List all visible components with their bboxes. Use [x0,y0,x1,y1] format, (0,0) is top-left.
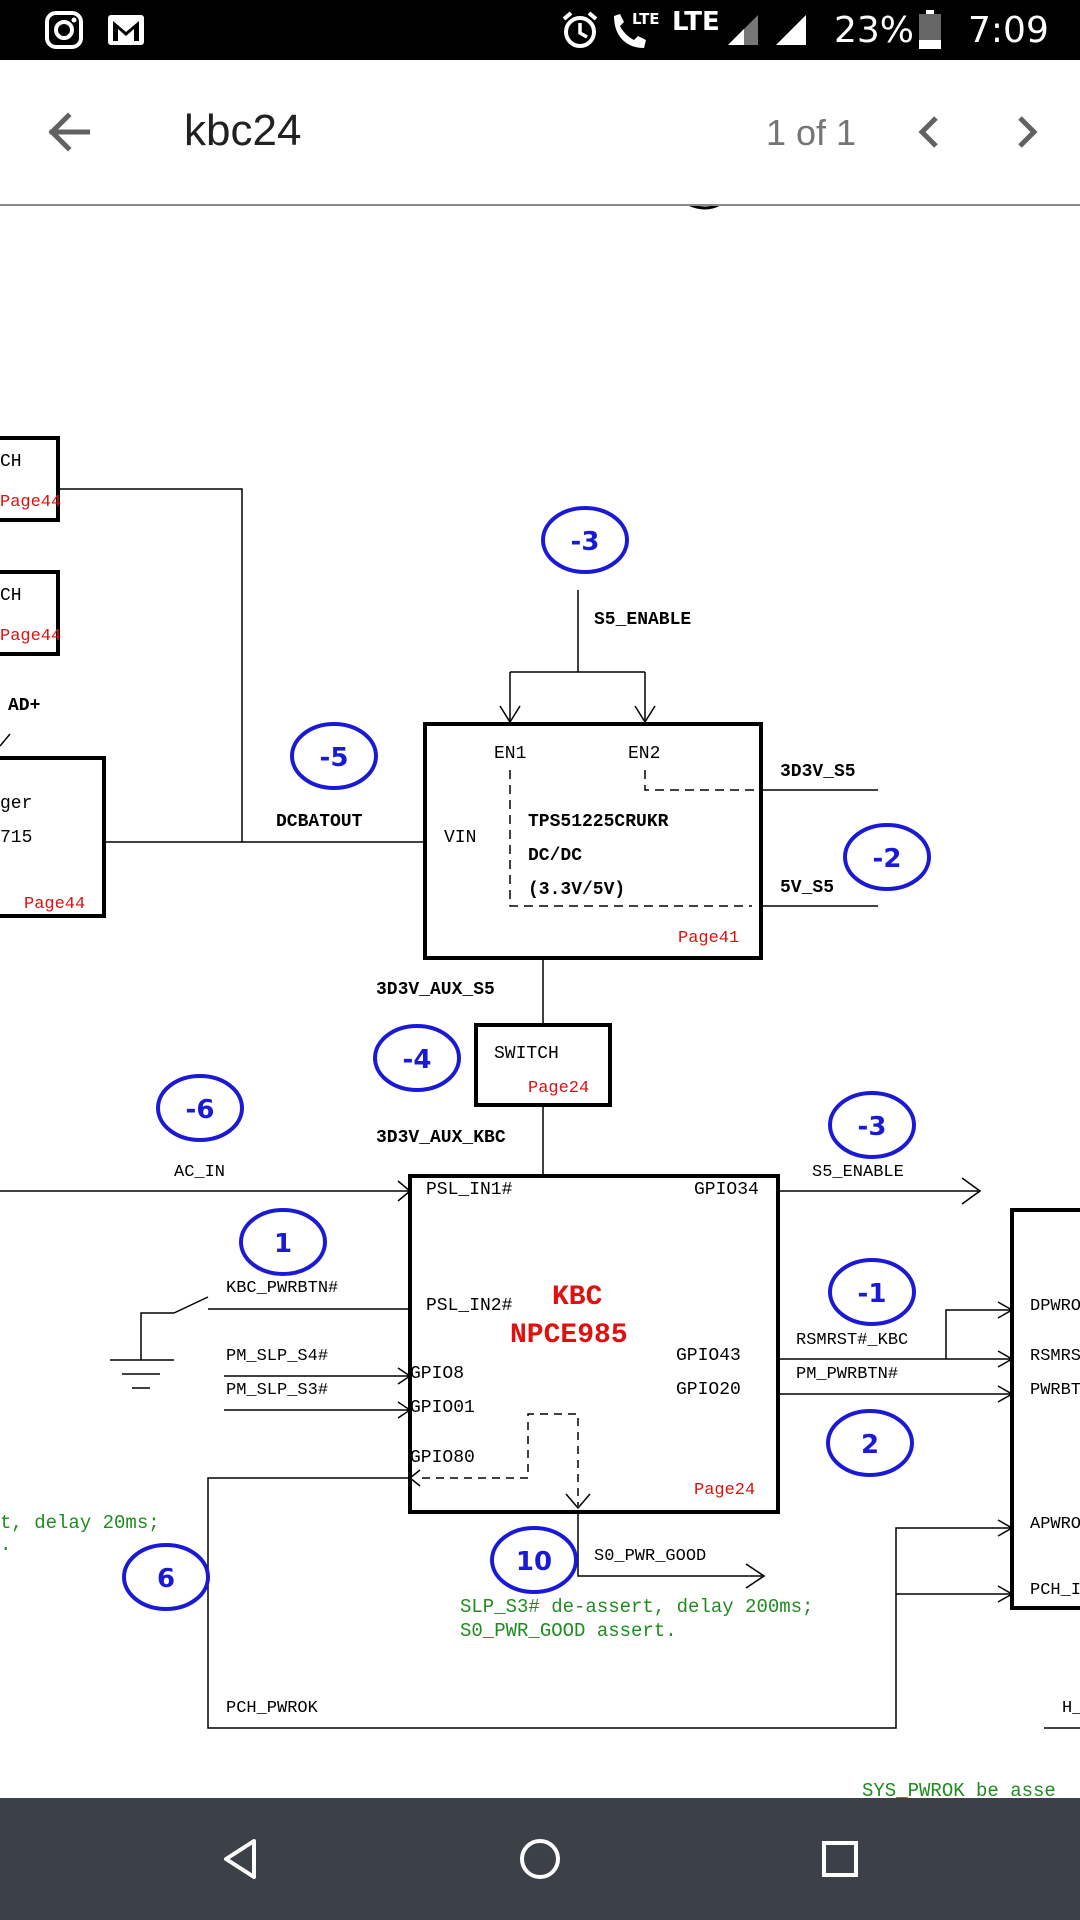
pin-label: EN2 [628,744,660,764]
net-label: PM_PWRBTN# [796,1365,898,1384]
schematic-diagram: -3 -5 -2 -4 -6 -3 1 -1 2 10 6 CH CH ger … [0,206,1080,1798]
svg-text:LTE: LTE [632,10,660,28]
left-box-label: ger [0,794,32,814]
step-circle: 1 [274,1229,292,1259]
net-label: S5_ENABLE [594,610,691,630]
switch-label: SWITCH [494,1044,559,1064]
pin-label: DPWRO [1030,1297,1080,1316]
net-label: AC_IN [174,1163,225,1182]
pin-label: PWRBT [1030,1381,1080,1400]
kbc-part: NPCE985 [510,1320,628,1351]
signal-icon [726,0,760,60]
pin-label: GPIO01 [410,1398,475,1418]
net-label: S5_ENABLE [812,1163,904,1182]
net-label: RSMRST#_KBC [796,1331,908,1350]
alarm-icon [560,0,600,60]
left-box-label: CH [0,586,22,606]
net-label: 3D3V_AUX_KBC [376,1128,506,1148]
status-bar: LTE LTE 23% 7:09 [0,0,1080,60]
net-label: PM_SLP_S4# [226,1347,328,1366]
pin-label: GPIO34 [694,1180,759,1200]
step-circle: 6 [157,1564,175,1594]
pin-label: PCH_I [1030,1581,1080,1600]
step-circle: -1 [858,1279,887,1309]
kbc-title: KBC [552,1282,603,1313]
timing-note: t, delay 20ms; [0,1512,160,1534]
step-circle: -2 [873,844,902,874]
ic-type: DC/DC [528,846,582,866]
left-box-label: CH [0,452,22,472]
net-label: PCH_PWROK [226,1699,319,1718]
ic-label: TPS51225CRUKR [528,812,669,832]
lte-label: LTE [672,7,720,37]
arrow-back-icon[interactable] [36,100,100,164]
clock: 7:09 [968,9,1049,51]
navigation-bar [0,1798,1080,1920]
left-box-label: 715 [0,828,32,848]
chevron-right-icon[interactable] [1000,100,1056,164]
ic-voltages: (3.3V/5V) [528,880,625,900]
net-label: H_ [1062,1699,1080,1718]
net-label: KBC_PWRBTN# [226,1279,338,1298]
app-bar: kbc24 1 of 1 [0,60,1080,206]
step-circle: 10 [516,1547,552,1577]
step-circle: -3 [571,527,600,557]
home-circle-icon[interactable] [480,1798,600,1920]
net-label: 5V_S5 [780,878,834,898]
battery-icon [918,0,942,60]
pin-label: VIN [444,828,476,848]
page-indicator: 1 of 1 [766,112,857,153]
step-circle: -6 [186,1095,215,1125]
timing-note: SLP_S3# de-assert, delay 200ms; [460,1596,813,1618]
document-viewer[interactable]: -3 -5 -2 -4 -6 -3 1 -1 2 10 6 CH CH ger … [0,206,1080,1798]
step-circle: -3 [858,1112,887,1142]
page-ref: Page24 [528,1079,589,1098]
step-circle: 2 [861,1430,879,1460]
timing-note: SYS_PWROK be asse [862,1780,1056,1798]
lte-call-icon: LTE [608,0,662,60]
page-ref: Page44 [0,493,61,512]
pin-label: GPIO20 [676,1380,741,1400]
page-ref: Page41 [678,929,739,948]
document-title: kbc24 [184,106,302,155]
net-label: DCBATOUT [276,812,363,832]
page-ref: Page44 [24,895,85,914]
instagram-icon [44,0,84,60]
gmail-icon [106,0,146,60]
chevron-left-icon[interactable] [900,100,956,164]
pin-label: GPIO43 [676,1346,741,1366]
timing-note: . [0,1534,11,1556]
step-circle: -5 [320,743,349,773]
step-circle: -4 [403,1045,432,1075]
pin-label: GPIO80 [410,1448,475,1468]
pin-label: APWRO [1030,1515,1080,1534]
net-label: 3D3V_S5 [780,762,856,782]
pin-label: PSL_IN1# [426,1180,513,1200]
signal-icon [774,0,808,60]
net-label: PM_SLP_S3# [226,1381,328,1400]
net-label: S0_PWR_GOOD [594,1547,706,1566]
pin-label: PSL_IN2# [426,1296,513,1316]
pin-label: GPIO8 [410,1364,464,1384]
pin-label: EN1 [494,744,526,764]
page-ref: Page44 [0,627,61,646]
battery-percent: 23% [834,9,915,51]
back-triangle-icon[interactable] [180,1798,300,1920]
net-label: AD+ [8,696,40,716]
pin-label: RSMRS [1030,1347,1080,1366]
timing-note: S0_PWR_GOOD assert. [460,1620,677,1642]
recents-square-icon[interactable] [780,1798,900,1920]
net-label: 3D3V_AUX_S5 [376,980,495,1000]
page-ref: Page24 [694,1481,755,1500]
